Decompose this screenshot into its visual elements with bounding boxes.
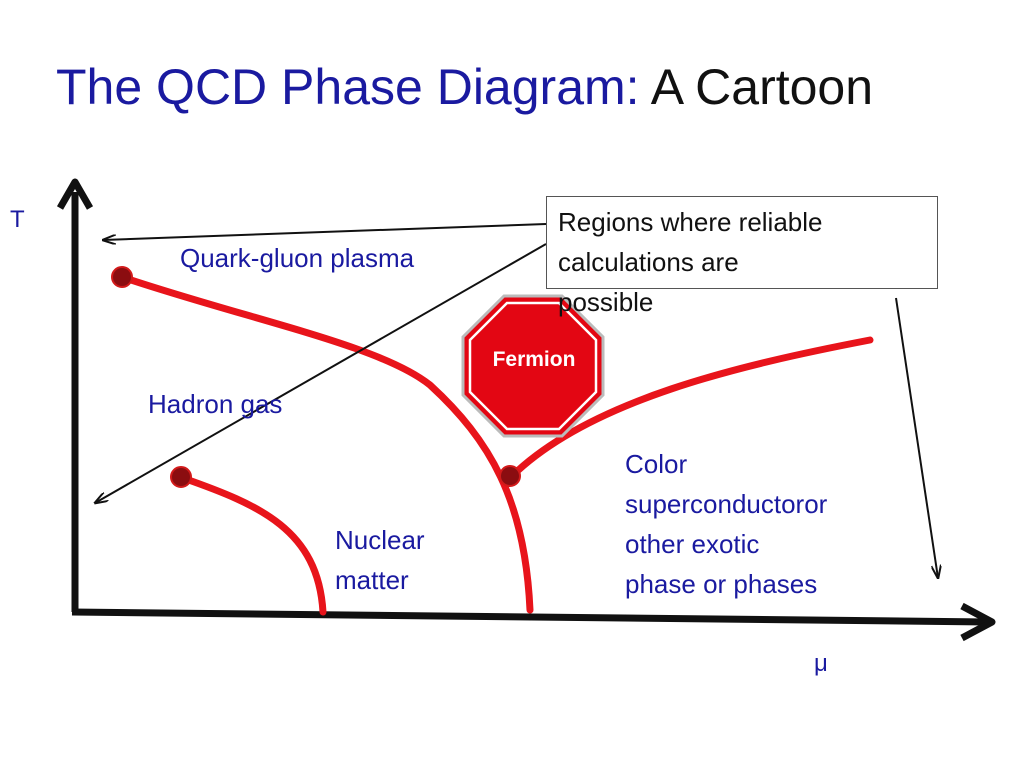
- color-line-3: other exotic: [625, 529, 760, 559]
- stop-sign-label: Fermion: [492, 348, 576, 371]
- nuclear-line-2: matter: [335, 565, 409, 595]
- arrow-to-temperature-axis: [103, 223, 547, 240]
- nuclear-endpoint: [170, 466, 192, 488]
- qgp-endpoint: [111, 266, 133, 288]
- nuclear-boundary: [179, 474, 327, 616]
- x-axis-label: μ: [814, 650, 828, 677]
- slide-title: The QCD Phase Diagram: A Cartoon: [56, 62, 873, 112]
- triple-point: [499, 465, 521, 487]
- callout-line-3: possible: [558, 287, 654, 317]
- color-line-1: Color: [625, 449, 688, 479]
- stop-sign: [461, 294, 605, 438]
- callout-text: Regions where reliable calculations are …: [558, 202, 822, 322]
- y-axis-label: T: [10, 206, 25, 233]
- nuclear-line-1: Nuclear: [335, 525, 425, 555]
- stop-sign-octagon: [461, 294, 605, 438]
- critical-points: [111, 266, 521, 488]
- label-quark-gluon-plasma: Quark-gluon plasma: [180, 243, 415, 273]
- callout-line-1: Regions where reliable: [558, 207, 823, 237]
- callout-box: [546, 196, 938, 289]
- title-main: The QCD Phase Diagram:: [56, 59, 640, 115]
- title-sub: A Cartoon: [650, 59, 874, 115]
- axes: [56, 178, 996, 642]
- callout-line-2: calculations are: [558, 247, 739, 277]
- color-line-4: phase or phases: [625, 569, 818, 599]
- arrow-to-high-density: [895, 297, 938, 578]
- arrow-to-hadron-gas: [95, 243, 547, 503]
- label-hadron-gas: Hadron gas: [148, 389, 283, 419]
- callout-arrows: [95, 223, 938, 578]
- y-axis-arrowhead: [56, 178, 94, 210]
- stop-sign-inner-border: [468, 301, 598, 431]
- color-superconductor-boundary: [508, 336, 874, 480]
- main-phase-boundary: [118, 273, 534, 614]
- x-axis: [71, 608, 989, 626]
- phase-lines: [118, 273, 874, 616]
- color-line-2: superconductoror: [625, 489, 828, 519]
- x-axis-arrowhead: [960, 602, 996, 642]
